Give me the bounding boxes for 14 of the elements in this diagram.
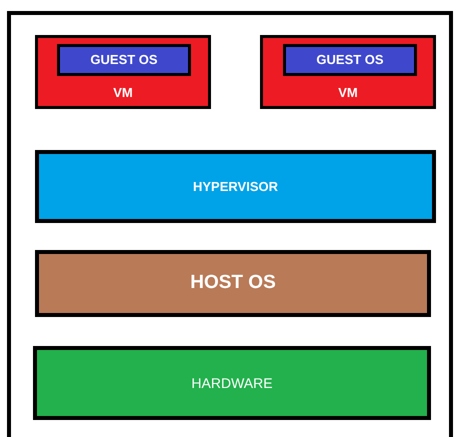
box-label: VM <box>338 84 358 102</box>
box-label: VM <box>113 84 133 102</box>
hypervisor-box <box>35 150 436 223</box>
box-label: GUEST OS <box>316 51 384 70</box>
box-label: HYPERVISOR <box>192 178 278 196</box>
vm-box <box>35 35 211 109</box>
box-label: HARDWARE <box>191 374 273 392</box>
vm-box <box>260 35 436 109</box>
guest-os-box <box>283 44 417 76</box>
host-os-box <box>35 250 431 317</box>
box-label: HOST OS <box>190 271 276 296</box>
box-label: GUEST OS <box>90 51 158 70</box>
guest-os-box <box>57 44 191 76</box>
hardware-box <box>33 346 431 420</box>
